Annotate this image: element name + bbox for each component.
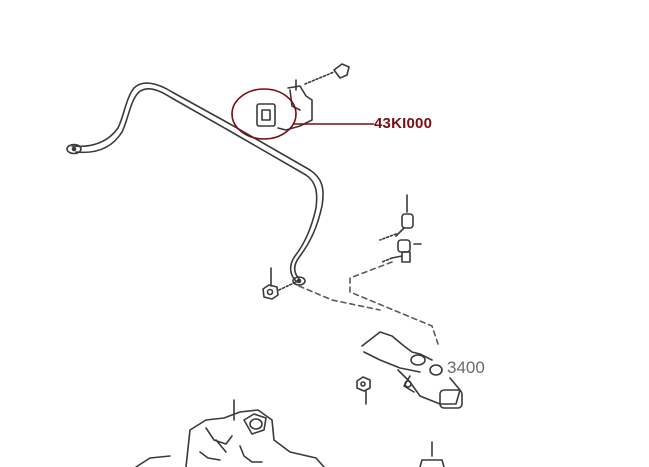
subframe	[135, 399, 325, 467]
link-nut-left	[262, 267, 297, 300]
stabilizer-bar	[66, 82, 324, 286]
lower-arm-assembly	[361, 331, 463, 409]
callout-highlight	[231, 88, 374, 140]
part-number-label: 3400	[447, 358, 485, 377]
assembly-guide-lines	[298, 261, 439, 345]
stabilizer-link-lower	[381, 239, 422, 263]
stabilizer-link-upper	[379, 194, 414, 241]
arm-nut	[356, 376, 371, 405]
callout-part-number: 43KI000	[374, 115, 433, 132]
rubber-mount	[419, 441, 445, 467]
bracket-bolt	[304, 63, 350, 85]
callout-circle	[231, 88, 297, 140]
bushing-and-bracket	[256, 79, 313, 131]
